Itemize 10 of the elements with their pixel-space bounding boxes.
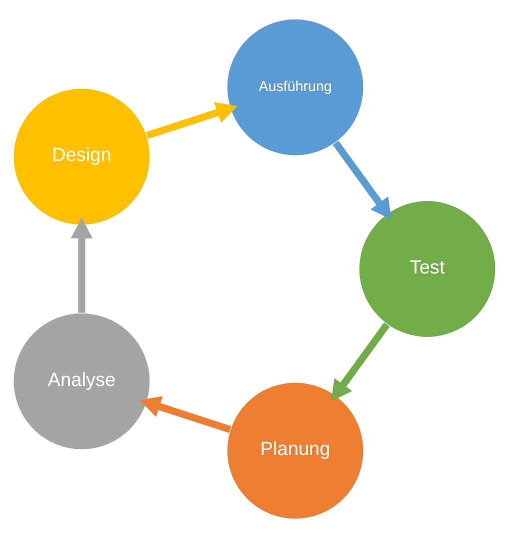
arrow [140, 396, 232, 432]
node-circle: Ausführung [226, 18, 364, 156]
arrow [332, 140, 392, 220]
arrow [331, 322, 390, 401]
arrow [146, 102, 238, 138]
node-circle: Design [12, 87, 151, 226]
arrow [70, 217, 93, 312]
node-circle: Analyse [12, 312, 151, 450]
node-circle: Planung [226, 381, 364, 520]
node-circle: Test [358, 199, 496, 338]
